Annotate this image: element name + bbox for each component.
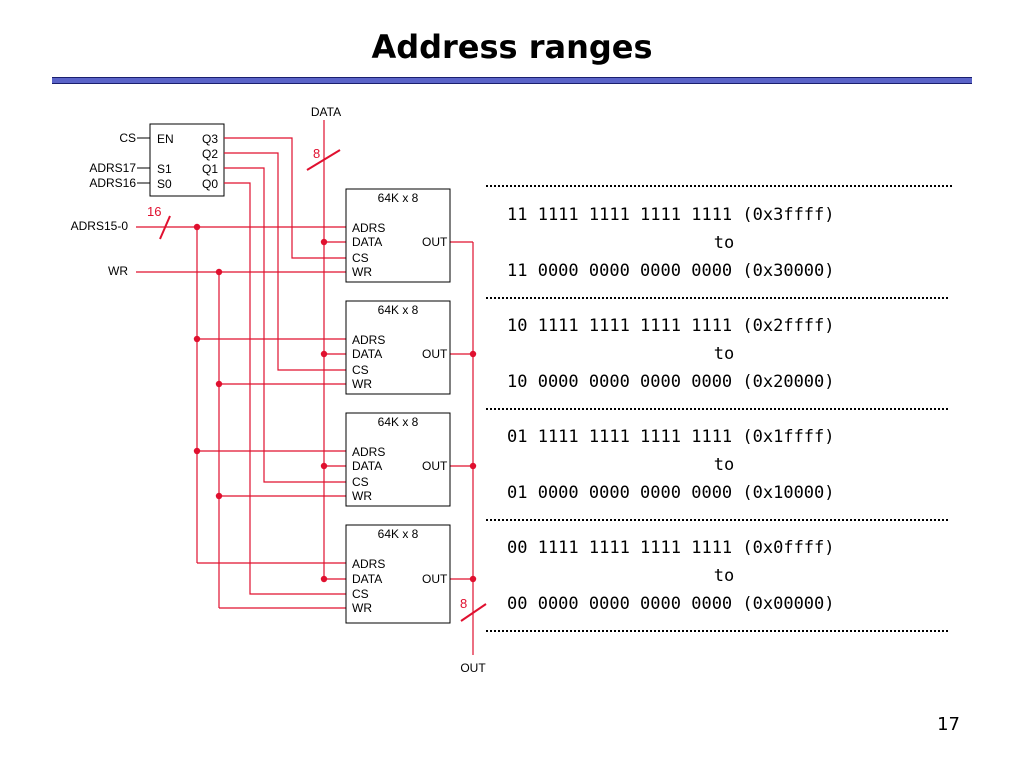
decoder-q2-label: Q2	[202, 147, 218, 161]
range-low: 10 0000 0000 0000 0000 (0x20000)	[507, 372, 835, 392]
memory-chip-1: 64K x 8 ADRS DATA CS WR OUT	[345, 188, 451, 283]
range-low: 01 0000 0000 0000 0000 (0x10000)	[507, 483, 835, 503]
decoder-q0-label: Q0	[202, 177, 218, 191]
chip-adrs-pin: ADRS	[352, 333, 385, 347]
title-rule	[52, 77, 972, 84]
chip-adrs-pin: ADRS	[352, 445, 385, 459]
chip-name: 64K x 8	[378, 527, 419, 541]
chip-name: 64K x 8	[378, 415, 419, 429]
out-bus-width-label: 8	[460, 596, 467, 611]
data-bus-width-label: 8	[313, 146, 320, 161]
decoder-s1-label: S1	[157, 162, 172, 176]
chip-out-pin: OUT	[422, 347, 448, 361]
cs-input-label: CS	[119, 131, 136, 145]
memory-chip-2: 64K x 8 ADRS DATA CS WR OUT	[345, 300, 451, 395]
chip-wr-pin: WR	[352, 377, 372, 391]
junction-dots	[193, 223, 477, 583]
chip-out-pin: OUT	[422, 572, 448, 586]
decoder-q3-label: Q3	[202, 132, 218, 146]
chip-adrs-pin: ADRS	[352, 221, 385, 235]
chip-name: 64K x 8	[378, 191, 419, 205]
chip-cs-pin: CS	[352, 363, 369, 377]
range-high: 10 1111 1111 1111 1111 (0x2ffff)	[507, 316, 835, 336]
chip-cs-pin: CS	[352, 251, 369, 265]
chip-name: 64K x 8	[378, 303, 419, 317]
range-high: 00 1111 1111 1111 1111 (0x0ffff)	[507, 538, 835, 558]
chip-wr-pin: WR	[352, 489, 372, 503]
range-low: 11 0000 0000 0000 0000 (0x30000)	[507, 261, 835, 281]
out-bus-label: OUT	[460, 661, 486, 675]
range-to: to	[714, 566, 734, 586]
address-range-list: 11 1111 1111 1111 1111 (0x3ffff) to 11 0…	[486, 185, 953, 632]
range-high: 01 1111 1111 1111 1111 (0x1ffff)	[507, 427, 835, 447]
chip-cs-pin: CS	[352, 587, 369, 601]
chip-out-pin: OUT	[422, 235, 448, 249]
decoder-inputs: CS ADRS17 ADRS16 ADRS15-0 WR	[71, 131, 150, 278]
memory-chip-4: 64K x 8 ADRS DATA CS WR OUT	[345, 524, 451, 624]
chip-data-pin: DATA	[352, 459, 382, 473]
wr-input-label: WR	[108, 264, 128, 278]
chip-adrs-pin: ADRS	[352, 557, 385, 571]
decoder-en-label: EN	[157, 132, 174, 146]
adrs16-input-label: ADRS16	[89, 176, 136, 190]
range-block-4: 00 1111 1111 1111 1111 (0x0ffff) to 00 0…	[507, 538, 835, 614]
chip-cs-pin: CS	[352, 475, 369, 489]
range-to: to	[714, 233, 734, 253]
page-number: 17	[937, 714, 960, 735]
adrs17-input-label: ADRS17	[89, 161, 136, 175]
range-high: 11 1111 1111 1111 1111 (0x3ffff)	[507, 205, 835, 225]
decoder-q1-label: Q1	[202, 162, 218, 176]
range-block-1: 11 1111 1111 1111 1111 (0x3ffff) to 11 0…	[507, 205, 835, 281]
data-bus-label: DATA	[311, 105, 341, 119]
decoder-s0-label: S0	[157, 177, 172, 191]
range-to: to	[714, 344, 734, 364]
chip-wr-pin: WR	[352, 265, 372, 279]
decoder-block: EN S1 S0 Q3 Q2 Q1 Q0	[149, 123, 225, 197]
range-block-3: 01 1111 1111 1111 1111 (0x1ffff) to 01 0…	[507, 427, 835, 503]
chip-data-pin: DATA	[352, 572, 382, 586]
chip-out-pin: OUT	[422, 459, 448, 473]
page-title: Address ranges	[371, 28, 653, 66]
chip-data-pin: DATA	[352, 347, 382, 361]
range-to: to	[714, 455, 734, 475]
memory-chip-3: 64K x 8 ADRS DATA CS WR OUT	[345, 412, 451, 507]
adrs15-0-input-label: ADRS15-0	[71, 219, 129, 233]
chip-data-pin: DATA	[352, 235, 382, 249]
range-low: 00 0000 0000 0000 0000 (0x00000)	[507, 594, 835, 614]
chip-wr-pin: WR	[352, 601, 372, 615]
adrs-bus-width-label: 16	[147, 204, 161, 219]
range-block-2: 10 1111 1111 1111 1111 (0x2ffff) to 10 0…	[507, 316, 835, 392]
wiring	[136, 120, 487, 655]
